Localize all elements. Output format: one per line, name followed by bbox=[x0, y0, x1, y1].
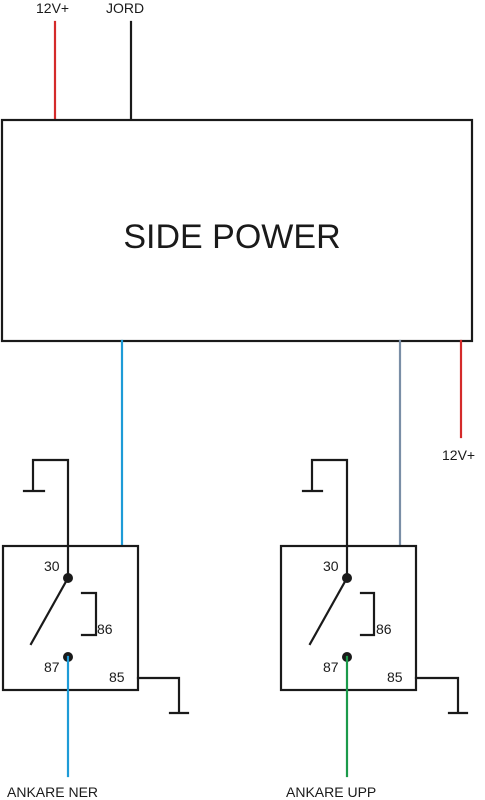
relay-2-pin85-label: 85 bbox=[387, 669, 403, 685]
relay-1: 30 87 86 85 ANKARE NER bbox=[1, 458, 190, 800]
relay-1-pin85-label: 85 bbox=[109, 669, 125, 685]
relay-2-coil-bracket bbox=[359, 591, 376, 637]
side-power-label: SIDE POWER bbox=[123, 218, 340, 256]
supply-output-label: 12V+ bbox=[442, 447, 475, 463]
relay-1-coil-bracket bbox=[80, 591, 98, 637]
relay-1-pin30-label: 30 bbox=[44, 558, 60, 574]
relay-2-box bbox=[279, 544, 418, 692]
relay-2-pin30-label: 30 bbox=[323, 558, 339, 574]
relay-2-pin30-ground-wire bbox=[310, 458, 349, 580]
supply-input-label: 12V+ bbox=[36, 0, 69, 16]
relay-1-switch-contact bbox=[29, 576, 70, 646]
relay-1-pin86-label: 86 bbox=[97, 621, 113, 637]
ground-input-label: JORD bbox=[106, 0, 144, 16]
relay-2-output-label: ANKARE UPP bbox=[286, 784, 376, 800]
relay-2-pin87-label: 87 bbox=[323, 659, 339, 675]
relay-2: 30 87 86 85 ANKARE UPP bbox=[279, 458, 469, 800]
relay-2-pin86-label: 86 bbox=[376, 621, 392, 637]
relay-1-pin85-ground-wire bbox=[136, 676, 181, 713]
relay-1-box bbox=[1, 544, 140, 692]
relay-2-switch-contact bbox=[308, 576, 349, 646]
relay-1-pin30-ground-wire bbox=[31, 458, 70, 580]
relay-2-pin85-ground-wire bbox=[414, 676, 460, 713]
relay-1-output-label: ANKARE NER bbox=[7, 784, 98, 800]
side-power-box bbox=[0, 118, 474, 343]
relay-1-pin87-label: 87 bbox=[44, 659, 60, 675]
